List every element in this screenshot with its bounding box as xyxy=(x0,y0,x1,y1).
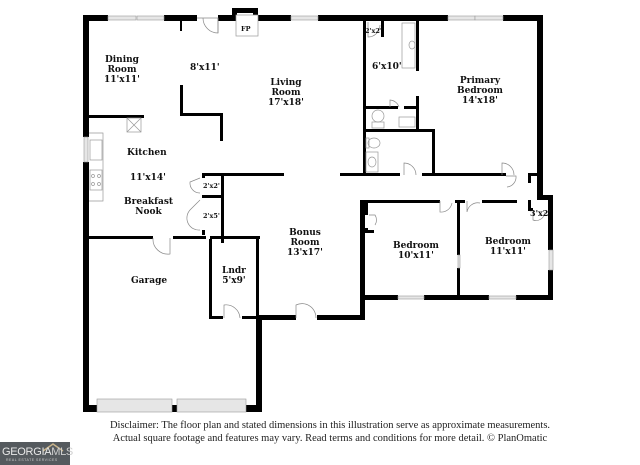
bonus-room-name-1: Bonus xyxy=(289,228,321,238)
bedroom-3-dimensions: 11'x11' xyxy=(489,247,526,257)
fixtures xyxy=(89,14,416,202)
bonus-room-label: Bonus Room 13'x17' xyxy=(287,228,323,258)
bedroom-3-label: Bedroom 11'x11' xyxy=(485,237,531,257)
dining-room-label: Dining Room 11'x11' xyxy=(104,55,140,85)
laundry-name: Lndr xyxy=(222,266,246,276)
garage-name: Garage xyxy=(131,276,168,286)
doors xyxy=(152,17,546,319)
windows xyxy=(83,15,554,413)
logo-text: GEORGIAMLS xyxy=(2,446,73,458)
bedroom-2-dimensions: 10'x11' xyxy=(397,251,434,261)
roof-icon xyxy=(42,443,64,452)
hall-closet-dimensions: 3'x2' xyxy=(530,208,551,218)
dining-room-dimensions: 11'x11' xyxy=(104,75,140,85)
kitchen-name: Kitchen xyxy=(127,148,167,158)
breakfast-nook-name-2: Nook xyxy=(135,207,162,217)
living-room-dimensions: 17'x18' xyxy=(268,98,304,108)
living-room-name-2: Room xyxy=(271,88,301,98)
bonus-room-name-2: Room xyxy=(290,238,320,248)
kitchen-dimensions: 11'x14' xyxy=(130,173,166,183)
primary-bedroom-label: Primary Bedroom 14'x18' xyxy=(457,76,503,106)
laundry-label: Lndr 5'x9' xyxy=(222,266,246,286)
disclaimer-line-1: Disclaimer: The floor plan and stated di… xyxy=(109,420,551,431)
primary-bedroom-dimensions: 14'x18' xyxy=(461,96,498,106)
dining-room-name-2: Room xyxy=(107,65,137,75)
primary-bath-dimensions: 6'x10' xyxy=(372,62,402,72)
fireplace-label: FP xyxy=(241,25,251,33)
bedroom-2-label: Bedroom 10'x11' xyxy=(393,241,439,261)
bedroom-3-name: Bedroom xyxy=(485,237,531,247)
bonus-room-dimensions: 13'x17' xyxy=(287,248,323,258)
logo-text-main: GEORGIA xyxy=(2,446,52,458)
logo-text-accent: MLS xyxy=(51,446,73,458)
pantry-1-dimensions: 2'x2' xyxy=(203,182,220,190)
living-room-label: Living Room 17'x18' xyxy=(268,78,304,108)
georgia-mls-logo: GEORGIAMLS REAL ESTATE SERVICES xyxy=(0,442,73,465)
logo-subtitle: REAL ESTATE SERVICES xyxy=(6,458,58,462)
laundry-dimensions: 5'x9' xyxy=(222,276,246,286)
disclaimer: Disclaimer: The floor plan and stated di… xyxy=(95,420,565,445)
breakfast-nook-name-1: Breakfast xyxy=(124,197,174,207)
primary-closet-dimensions: 2'x2' xyxy=(365,27,382,35)
den-dimensions: 8'x11' xyxy=(190,63,220,73)
exterior-walls xyxy=(83,8,553,412)
pantry-2-dimensions: 2'x5' xyxy=(203,212,220,220)
breakfast-nook-label: Breakfast Nook xyxy=(124,197,173,217)
living-room-name-1: Living xyxy=(270,78,302,88)
dining-room-name-1: Dining xyxy=(104,55,139,65)
disclaimer-line-2: Actual square footage and features may v… xyxy=(112,432,548,444)
primary-bedroom-name-1: Primary xyxy=(459,76,501,86)
bedroom-2-name: Bedroom xyxy=(393,241,439,251)
interior-walls xyxy=(89,21,540,319)
primary-bedroom-name-2: Bedroom xyxy=(457,86,503,96)
